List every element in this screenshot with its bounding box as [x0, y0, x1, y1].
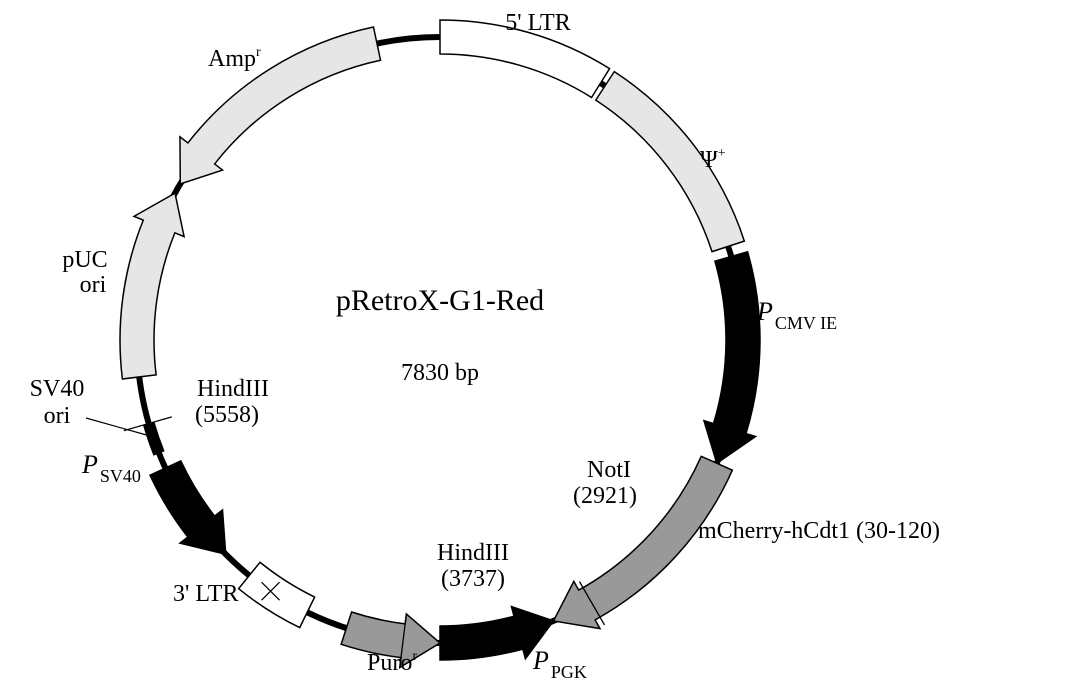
- plasmid-size: 7830 bp: [401, 360, 479, 386]
- psv40-feature-arc: [148, 459, 227, 556]
- ppgk-feature-arc: [439, 605, 555, 661]
- puc-label-line2: ori: [80, 272, 107, 298]
- site-markers: [123, 416, 606, 667]
- mcherry-feature-arc: [552, 455, 734, 630]
- noti-site-position: (2921): [573, 483, 637, 509]
- feature-arcs: [119, 19, 761, 669]
- sv40ori-label-line1: SV40: [30, 376, 85, 402]
- hind3737-site-name: HindIII: [437, 540, 509, 566]
- ltr5-label: 5' LTR: [505, 10, 570, 36]
- sv40ori-leader-line: [85, 417, 151, 437]
- noti-site-tick: [578, 581, 606, 626]
- puro-label: Puror: [367, 649, 417, 676]
- ltr3-feature-arc: [237, 561, 316, 629]
- hind5558-site-position: (5558): [195, 402, 259, 428]
- hind5558-site-name: HindIII: [197, 376, 269, 402]
- sv40ori-feature-block: [142, 421, 165, 456]
- psi-feature-arc: [594, 70, 746, 253]
- plasmid-name: pRetroX-G1-Red: [336, 284, 544, 317]
- mcherry-label: mCherry-hCdt1 (30-120): [698, 518, 940, 544]
- puc-label-line1: pUC: [62, 247, 107, 273]
- hind3737-site-position: (3737): [441, 566, 505, 592]
- ltr3-cross-mark: [261, 581, 280, 601]
- hind3737-site-tick: [399, 616, 407, 667]
- sv40ori-label-line2: ori: [44, 403, 71, 429]
- noti-site-name: NotI: [587, 457, 631, 483]
- puro-feature-arc: [340, 611, 442, 669]
- psi-label: Ψ+: [700, 146, 726, 173]
- ltr5-feature-arc: [439, 19, 611, 99]
- amp-label: Ampr: [208, 45, 261, 72]
- pcmv-feature-arc: [702, 250, 761, 465]
- puc-feature-arc: [119, 191, 186, 380]
- amp-feature-arc: [179, 26, 382, 185]
- ltr3-label: 3' LTR: [173, 581, 238, 607]
